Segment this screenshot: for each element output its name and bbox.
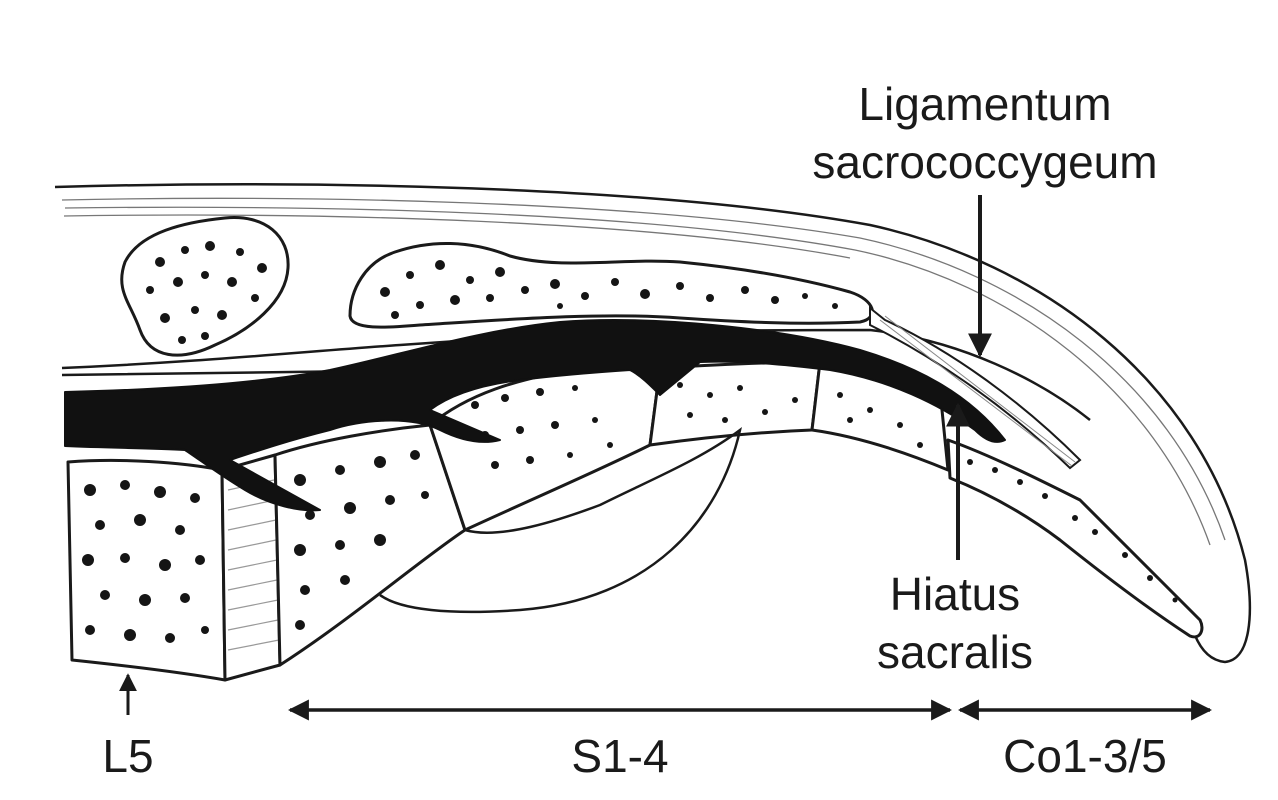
hiatus-label-line1: Hiatus	[890, 568, 1020, 620]
ligament-label-line1: Ligamentum	[858, 78, 1111, 130]
sacral-vertebra-s1	[273, 423, 467, 667]
spinous-process-texture	[146, 241, 267, 344]
pelvic-soft-tissue-outline	[379, 426, 742, 614]
median-sacral-crest	[348, 241, 874, 329]
sacral-crest-texture	[380, 260, 838, 319]
sacrum-texture	[294, 382, 923, 630]
l5-body-texture	[82, 480, 209, 643]
ligament-fibers	[879, 315, 1076, 467]
dural-sac-nerve-roots	[64, 319, 1006, 512]
l5-label: L5	[102, 730, 153, 782]
hiatus-label-line2: sacralis	[877, 626, 1033, 678]
sacrum-label: S1-4	[571, 730, 668, 782]
coccyx-label: Co1-3/5	[1003, 730, 1167, 782]
sacrococcygeal-ligament	[869, 305, 1082, 470]
coccyx-texture	[967, 459, 1178, 603]
ligament-label-line2: sacrococcygeum	[812, 136, 1157, 188]
coccyx	[946, 438, 1204, 639]
